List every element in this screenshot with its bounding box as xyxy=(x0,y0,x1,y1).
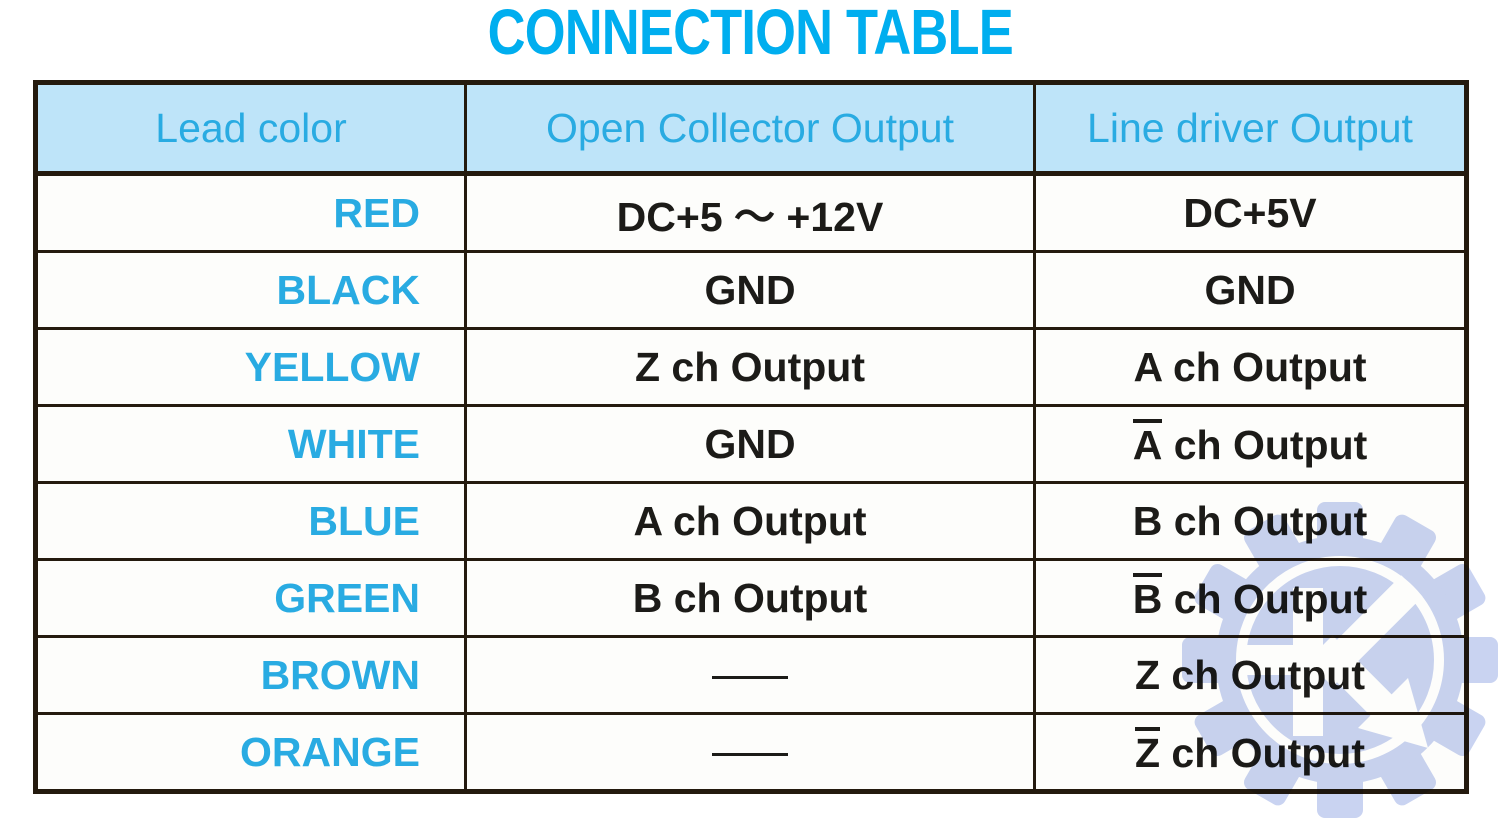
connection-table: Lead color Open Collector Output Line dr… xyxy=(33,80,1469,794)
line-driver-cell: B ch Output xyxy=(1033,481,1468,561)
line-driver-cell: DC+5V xyxy=(1033,172,1468,253)
line-driver-cell: A ch Output xyxy=(1033,404,1468,484)
header-open-collector-output: Open Collector Output xyxy=(464,81,1036,176)
overline-letter: B xyxy=(1132,573,1163,619)
open-collector-cell: B ch Output xyxy=(464,558,1036,638)
page-title-wrap: CONNECTION TABLE xyxy=(0,0,1500,68)
lead-color-cell: YELLOW xyxy=(34,327,467,407)
page-title: CONNECTION TABLE xyxy=(487,0,1013,68)
lead-color-cell: BROWN xyxy=(34,635,467,715)
open-collector-cell: GND xyxy=(464,404,1036,484)
lead-color-cell: GREEN xyxy=(34,558,467,638)
table-row-orange: ORANGE Z ch Output xyxy=(34,712,1468,793)
dash-placeholder xyxy=(712,753,788,757)
lead-color-cell: ORANGE xyxy=(34,712,467,793)
lead-color-cell: BLACK xyxy=(34,250,467,330)
line-driver-cell: B ch Output xyxy=(1033,558,1468,638)
line-driver-cell: Z ch Output xyxy=(1033,712,1468,793)
open-collector-cell: DC+5 ～ +12V xyxy=(464,172,1036,253)
lead-color-cell: RED xyxy=(34,172,467,253)
header-row: Lead color Open Collector Output Line dr… xyxy=(34,81,1468,176)
lead-color-cell: BLUE xyxy=(34,481,467,561)
lead-color-cell: WHITE xyxy=(34,404,467,484)
overline-letter: Z xyxy=(1134,727,1161,773)
header-lead-color: Lead color xyxy=(34,81,467,176)
line-driver-cell: Z ch Output xyxy=(1033,635,1468,715)
open-collector-cell: A ch Output xyxy=(464,481,1036,561)
table-row-brown: BROWN Z ch Output xyxy=(34,635,1468,715)
open-collector-cell xyxy=(464,635,1036,715)
line-driver-cell: GND xyxy=(1033,250,1468,330)
header-line-driver-output: Line driver Output xyxy=(1033,81,1468,176)
overline-letter: A xyxy=(1132,419,1163,465)
open-collector-cell xyxy=(464,712,1036,793)
line-driver-cell: A ch Output xyxy=(1033,327,1468,407)
open-collector-cell: GND xyxy=(464,250,1036,330)
open-collector-cell: Z ch Output xyxy=(464,327,1036,407)
dash-placeholder xyxy=(712,676,788,680)
